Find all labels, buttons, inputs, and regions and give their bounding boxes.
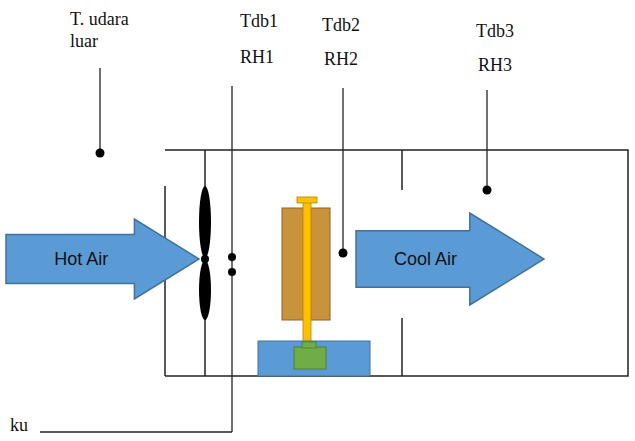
hot-air-arrow: Hot Air: [5, 218, 200, 300]
humidity-label: RH3: [478, 54, 512, 76]
humidity-label: RH2: [324, 48, 358, 70]
sensor-label: ku: [10, 414, 28, 436]
dry-bulb-temp-label: Tdb1: [240, 10, 278, 32]
airflow-label: Cool Air: [394, 248, 457, 270]
cool-air-arrow: Cool Air: [355, 212, 545, 306]
arrow-fill: [6, 219, 199, 299]
dry-bulb-temp-label: Tdb3: [476, 20, 514, 42]
arrow-fill: [356, 213, 544, 305]
airflow-label: Hot Air: [54, 248, 108, 270]
dry-bulb-temp-label: Tdb2: [322, 14, 360, 36]
humidity-label: RH1: [240, 46, 274, 68]
outside-temp-label: T. udara luar: [70, 8, 140, 52]
